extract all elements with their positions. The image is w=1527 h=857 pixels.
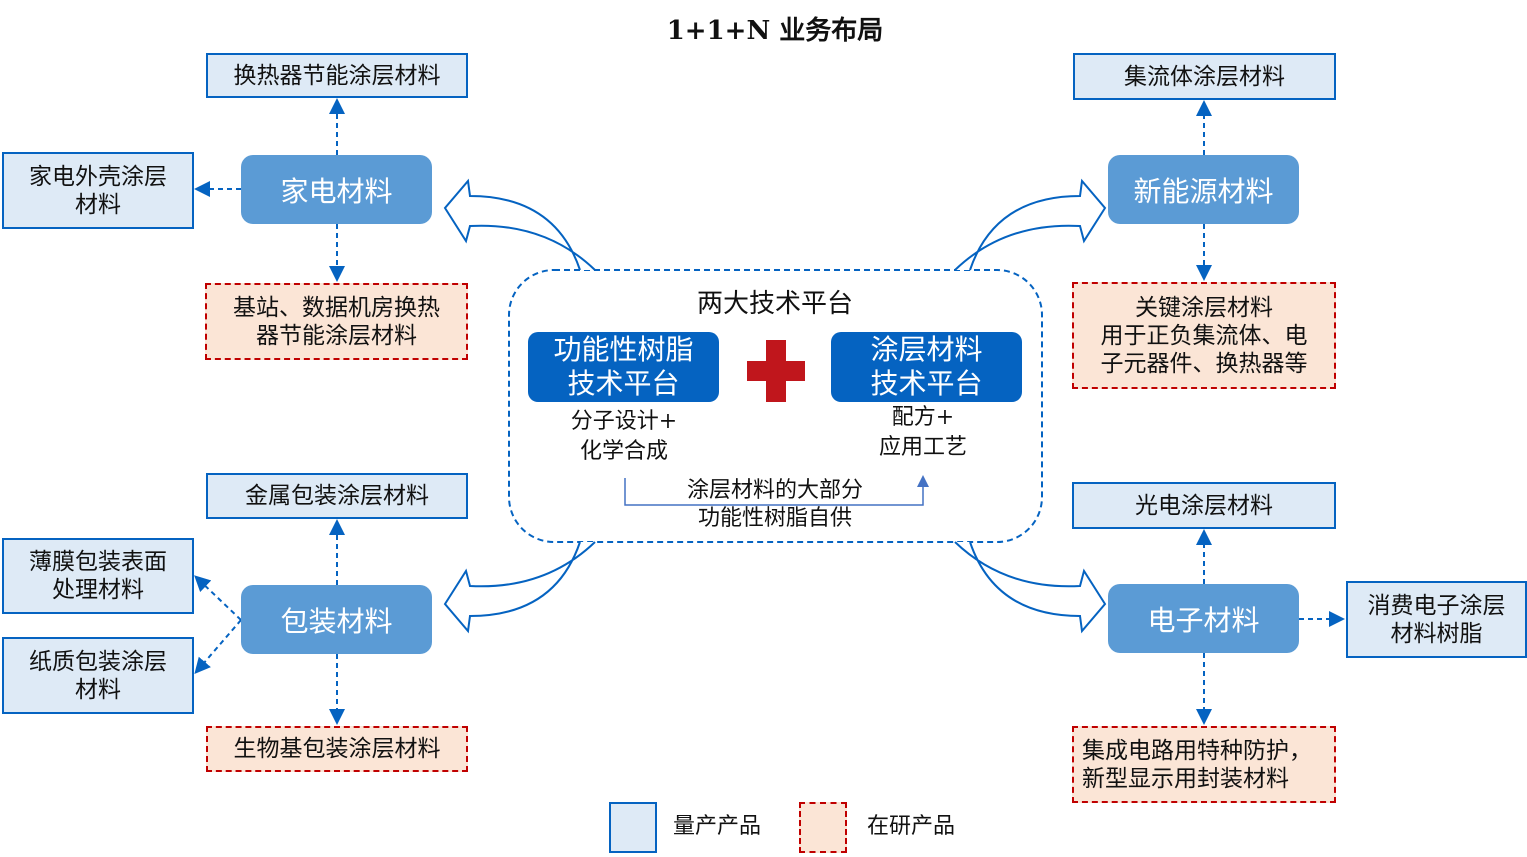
appliance-bottom-2: 器节能涂层材料 xyxy=(256,322,417,349)
resin-platform-desc: 分子设计+ 化学合成 xyxy=(544,406,704,468)
appliance-top-box: 换热器节能涂层材料 xyxy=(206,53,468,98)
supply-note: 涂层材料的大部分 功能性树脂自供 xyxy=(640,476,910,534)
coating-desc-2: 应用工艺 xyxy=(878,435,967,460)
packaging-left2-box: 纸质包装涂层材料 xyxy=(2,637,194,714)
resin-platform: 功能性树脂 技术平台 xyxy=(528,332,719,402)
arrow-to-electronics xyxy=(954,541,1106,632)
electronics-bottom-2: 新型显示用封装材料 xyxy=(1082,765,1289,792)
electronics-bottom-1: 集成电路用特种防护， xyxy=(1082,737,1312,764)
packaging-left2-2: 材料 xyxy=(75,676,121,703)
packaging-left2-1: 纸质包装涂层 xyxy=(29,648,167,675)
supply-note-2: 功能性树脂自供 xyxy=(697,506,852,531)
electronics-right-1: 消费电子涂层 xyxy=(1367,592,1506,619)
packaging-left1-box: 薄膜包装表面处理材料 xyxy=(2,538,194,614)
packaging-top-box: 金属包装涂层材料 xyxy=(206,473,468,519)
legend-research-label: 在研产品 xyxy=(866,814,955,839)
resin-desc-1: 分子设计+ xyxy=(570,409,678,434)
new-energy-top-box: 集流体涂层材料 xyxy=(1073,53,1336,100)
diagram-title: 1+1+N 业务布局 xyxy=(666,15,884,46)
new-energy-bottom-box: 关键涂层材料用于正负集流体、电子元器件、换热器等 xyxy=(1072,282,1336,389)
electronics-right-box: 消费电子涂层材料树脂 xyxy=(1346,581,1527,658)
electronics-top-box: 光电涂层材料 xyxy=(1072,482,1336,529)
arrow-to-packaging xyxy=(444,541,596,632)
packaging-left1-2: 处理材料 xyxy=(52,577,144,603)
appliance-left-1: 家电外壳涂层 xyxy=(29,163,167,190)
legend-mass-label: 量产产品 xyxy=(672,814,761,839)
packaging-left1-1: 薄膜包装表面 xyxy=(29,549,167,575)
appliance-left-2: 材料 xyxy=(75,191,121,218)
appliance-materials: 家电材料 xyxy=(241,155,432,224)
legend-mass-swatch xyxy=(609,802,657,853)
appliance-left-box: 家电外壳涂层材料 xyxy=(2,152,194,229)
coating-platform: 涂层材料 技术平台 xyxy=(831,332,1022,402)
coating-desc-1: 配方+ xyxy=(891,405,955,430)
resin-platform-line2: 技术平台 xyxy=(567,367,680,400)
red-plus-icon xyxy=(747,340,805,402)
coating-platform-desc: 配方+ 应用工艺 xyxy=(843,402,1003,464)
supply-note-1: 涂层材料的大部分 xyxy=(686,478,863,503)
appliance-bottom-1: 基站、数据机房换热 xyxy=(233,294,440,321)
packaging-bottom-box: 生物基包装涂层材料 xyxy=(206,726,468,772)
resin-platform-line1: 功能性树脂 xyxy=(553,333,694,366)
new-energy-materials: 新能源材料 xyxy=(1108,155,1299,224)
new-energy-bottom-1: 关键涂层材料 xyxy=(1135,294,1273,321)
electronics-bottom-box: 集成电路用特种防护，新型显示用封装材料 xyxy=(1072,726,1336,803)
packaging-materials: 包装材料 xyxy=(241,585,432,654)
new-energy-bottom-2: 用于正负集流体、电 xyxy=(1100,322,1308,349)
arrow-to-new-energy xyxy=(954,180,1106,271)
new-energy-bottom-3: 子元器件、换热器等 xyxy=(1100,350,1308,377)
legend-research-swatch xyxy=(799,802,847,853)
electronics-right-2: 材料树脂 xyxy=(1390,620,1483,647)
coating-platform-line1: 涂层材料 xyxy=(870,333,983,366)
coating-platform-line2: 技术平台 xyxy=(870,367,983,400)
electronics-materials: 电子材料 xyxy=(1108,584,1299,653)
appliance-bottom-box: 基站、数据机房换热器节能涂层材料 xyxy=(205,283,468,360)
platforms-heading: 两大技术平台 xyxy=(696,289,853,319)
resin-desc-2: 化学合成 xyxy=(579,439,668,464)
arrow-to-appliance xyxy=(444,180,596,271)
